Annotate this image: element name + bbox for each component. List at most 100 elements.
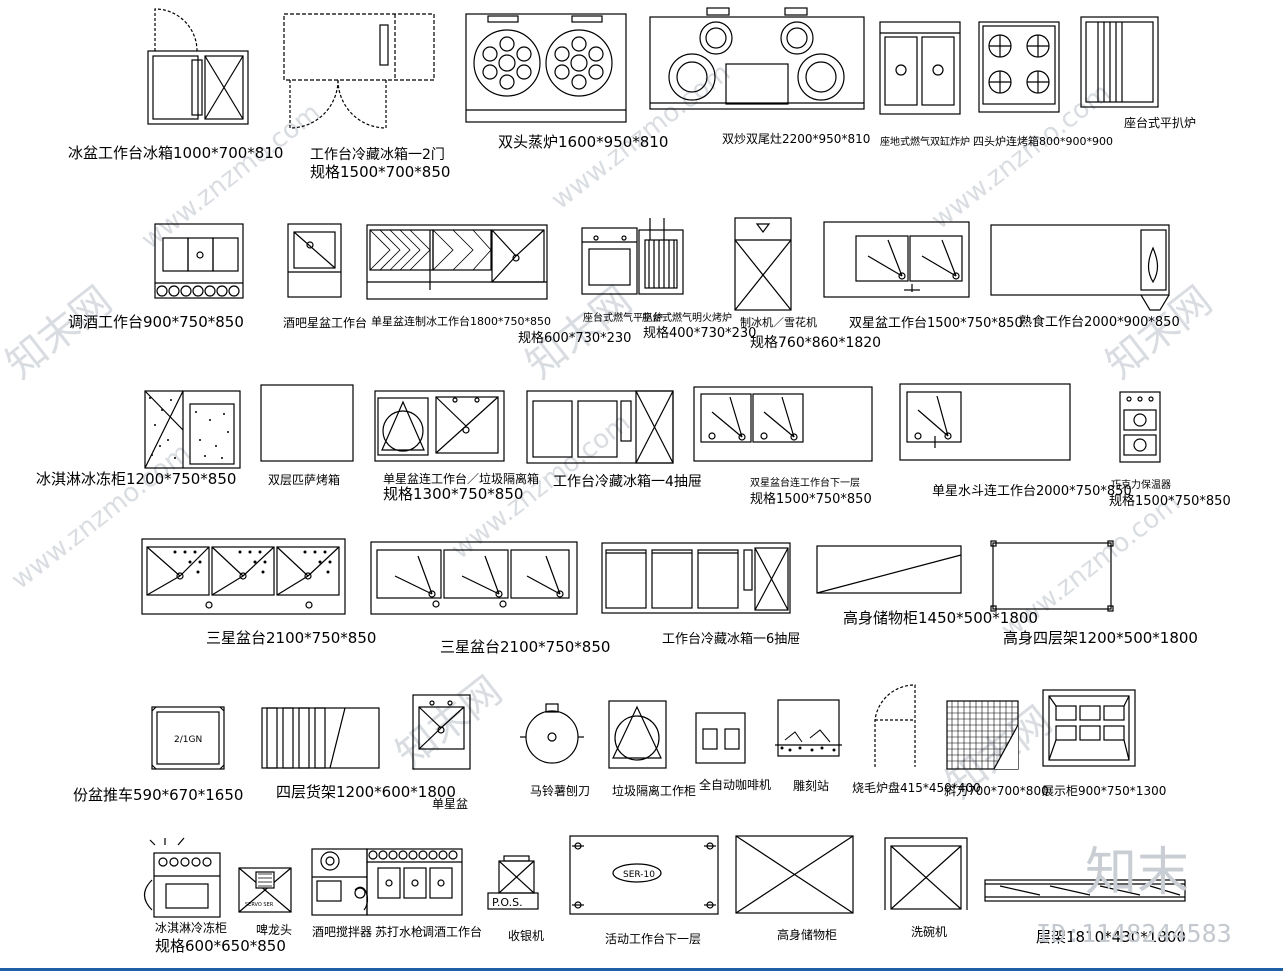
label-drawer-fridge-4: 工作台冷藏冰箱一4抽屉 [553, 474, 702, 490]
watermark-brand: 知末网 [0, 278, 121, 388]
cooked-work-plan [990, 224, 1170, 311]
label-bar-station: 调酒工作台 [422, 924, 482, 939]
label-scrap-cabinet: 垃圾隔离工作柜 [612, 783, 696, 798]
double-steamer-plan [465, 13, 627, 123]
label-pos: 收银机 [508, 929, 544, 943]
drawer-fridge-4-plan [526, 390, 674, 464]
label-triple-sink-a: 三星盆台2100*750*850 [206, 629, 376, 647]
griddle-plan [1080, 16, 1159, 108]
label-tall-cabinet: 高身储物柜1450*500*1800 [843, 609, 1038, 627]
label-wok-range: 双炒双尾灶2200*950*810 [722, 132, 870, 146]
label-single-sink: 单星盆 [432, 797, 468, 811]
tall-rack-plan [990, 540, 1114, 612]
label-sink-scrap-spec: 规格1300*750*850 [383, 485, 523, 503]
mobile-worktable-plan: SER-10 [569, 835, 719, 915]
label-pan-cart: 份盆推车590*670*1650 [73, 786, 243, 804]
label-single-sink-work: 单星水斗连工作台2000*750*850 [932, 483, 1132, 499]
label-steamer: 双头蒸炉1600*950*810 [498, 133, 668, 151]
choc-warmer-plan [1119, 391, 1161, 463]
ice-machine-plan [734, 217, 792, 311]
display-case-plan [1042, 689, 1136, 767]
label-lava-grill-spec: 规格400*730*230 [643, 325, 756, 341]
label-bar-sink: 酒吧星盆工作台 [283, 315, 367, 330]
label-end-rack: 层架1810*430*1800 [1036, 928, 1186, 946]
bar-station-plan [354, 848, 463, 916]
label-sink-scrap: 单星盆连工作台／垃圾隔离箱 [383, 471, 539, 486]
brand-id: ID:1148244583 [1036, 919, 1232, 948]
label-coffee: 全自动咖啡机 [699, 777, 771, 792]
ice-cream-cabinet-plan [143, 837, 221, 918]
label-countertop-griddle-spec: 规格600*730*230 [518, 330, 631, 346]
pos-terminal-plan: P.O.S. [487, 855, 539, 910]
watermark-text: www.znzmo.com [6, 438, 196, 596]
label-mobile-work: 活动工作台下一层 [605, 931, 701, 946]
bar-workstation-plan [154, 223, 244, 299]
work-fridge-2door-plan [283, 13, 435, 129]
label-four-burner: 四头炉连烤箱800*900*900 [973, 134, 1113, 148]
beer-tag: SERVO SER [245, 902, 274, 908]
scrap-cabinet-plan [608, 700, 667, 769]
label-ice-machine: 制冰机／雪花机 [740, 315, 817, 329]
label-ice-cream-freezer: 冰淇淋冰冻柜1200*750*850 [36, 470, 236, 488]
pan-tag: 2/1GN [174, 735, 202, 745]
label-choc-warmer-spec: 规格1500*750*850 [1109, 493, 1231, 509]
pizza-oven-plan [260, 384, 354, 462]
pan-cart-plan: 2/1GN [151, 706, 225, 770]
lava-grill-plan [638, 218, 684, 295]
ser-tag: SER-10 [623, 870, 655, 880]
label-ice-sink-fridge: 冰盆工作台冰箱1000*700*810 [68, 144, 283, 162]
label-lava-grill: 座台式燃气明火烤炉 [642, 311, 732, 324]
label-dishwasher: 洗碗机 [911, 924, 947, 939]
label-ice-cream-cabinet-spec: 规格600*650*850 [155, 937, 286, 955]
label-countertop-griddle: 座台式燃气平扒炉 [583, 311, 663, 324]
triple-sink-a-plan [141, 538, 346, 615]
end-rack-plan [984, 879, 1186, 902]
four-shelf-plan [261, 707, 380, 769]
double-sink-plan [823, 221, 970, 298]
single-sink-work-plan [899, 383, 1071, 461]
label-cooked-work: 熟食工作台2000*900*850 [1019, 314, 1180, 330]
brand-mark: 知末 ID:1148244583 [1036, 843, 1232, 948]
four-burner-plan [978, 21, 1060, 113]
ice-cream-freezer-plan [144, 390, 241, 469]
label-ice-cream-cabinet: 冰淇淋冷冻柜 [155, 920, 227, 935]
potato-peeler-plan [520, 703, 584, 764]
dishwasher-plan [884, 837, 968, 910]
label-bar-work: 调酒工作台900*750*850 [68, 313, 244, 331]
label-double-sink: 双星盆工作台1500*750*850 [849, 316, 1023, 331]
bar-sink-plan [287, 223, 342, 298]
sink-scrap-plan [374, 390, 505, 462]
coffee-machine-plan [695, 712, 746, 764]
label-pizza-oven: 双层匹萨烤箱 [268, 472, 340, 487]
wok-range-plan [649, 7, 865, 110]
cut-700-plan [946, 700, 1019, 770]
single-sink-plan [412, 694, 471, 770]
triple-sink-b-plan [370, 541, 578, 615]
watermark-brand: 知末网 [388, 668, 511, 778]
ice-sink-fridge-plan [147, 8, 249, 125]
watermark-brand: 知末网 [1098, 278, 1221, 388]
label-display: 展示柜900*750*1300 [1042, 784, 1166, 798]
label-blender: 酒吧搅拌器 [312, 924, 372, 939]
label-work-fridge-2door-spec: 规格1500*700*850 [310, 163, 450, 181]
label-single-sink-ice: 单星盆连制冰工作台1800*750*850 [371, 314, 551, 328]
label-choc-warmer: 巧克力保温器 [1111, 478, 1171, 491]
countertop-griddle-plan [581, 227, 638, 295]
label-cut-415: 烧毛炉盘415*450*400 [852, 780, 981, 795]
label-gas-grill: 座地式燃气双缸炸炉 [880, 135, 970, 148]
beer-tap-plan: SERVO SER [238, 867, 292, 913]
label-griddle: 座台式平扒炉 [1124, 115, 1196, 130]
label-beer-tap: 啤龙头 [256, 922, 292, 937]
tall-cabinet-plan [816, 545, 962, 594]
drawer-fridge-6-plan [601, 542, 791, 614]
label-double-sink-shelf-spec: 规格1500*750*850 [750, 491, 872, 507]
pos-box-label: P.O.S. [492, 896, 523, 909]
blender-plan [311, 848, 368, 916]
label-double-sink-shelf: 双星盆台连工作台下一层 [750, 476, 860, 489]
double-sink-shelf-plan [693, 386, 873, 462]
single-sink-ice-plan [366, 224, 548, 300]
label-ice-machine-spec: 规格760*860*1820 [750, 335, 881, 351]
tall-storage-plan [735, 835, 854, 914]
label-potato-peeler: 马铃薯刨刀 [530, 783, 590, 798]
